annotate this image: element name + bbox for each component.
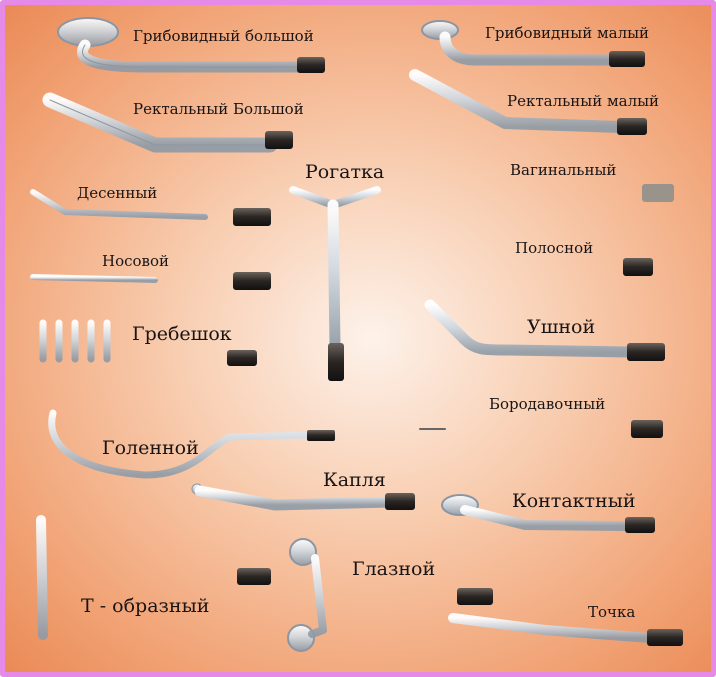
label-strip: Полосной [515,239,594,257]
label-gum: Десенный [77,184,158,202]
label-comb: Гребешок [132,323,232,345]
slingshot-electrode [289,186,381,381]
label-contact: Контактный [512,490,636,512]
label-shin: Голенной [102,437,199,459]
label-rectal-small: Ректальный малый [507,92,660,110]
strip-electrode [436,258,653,276]
label-wart: Бородавочный [489,395,606,413]
label-vaginal: Вагинальный [510,161,617,179]
nasal-electrode [30,272,271,290]
comb-electrode [27,319,257,366]
label-nasal: Носовой [102,252,170,270]
label-point: Точка [588,603,636,621]
label-drop: Капля [323,469,386,491]
gum-electrode [30,189,271,226]
mushroom-small-electrode [421,20,645,67]
shin-electrode [48,409,335,479]
rectal-large-electrode [42,92,293,153]
electrodes-illustration [27,17,683,652]
contact-electrode [441,494,655,533]
label-rectal-large: Ректальный Большой [133,100,304,118]
drop-electrode [191,483,415,511]
ear-electrode [424,299,665,361]
label-mushroom-small: Грибовидный малый [485,24,650,42]
label-ear: Ушной [527,316,596,338]
wart-electrode [419,420,663,438]
eye-electrode [287,538,493,652]
label-mushroom-large: Грибовидный большой [133,27,314,45]
label-slingshot: Рогатка [305,161,385,183]
point-electrode [448,613,683,646]
rectal-small-electrode [409,69,647,135]
label-eye: Глазной [352,558,436,580]
mushroom-large-electrode [57,17,325,73]
t-shaped-electrode [36,515,271,640]
label-t-shaped: Т - образный [81,595,210,617]
vaginal-electrode [418,184,674,202]
